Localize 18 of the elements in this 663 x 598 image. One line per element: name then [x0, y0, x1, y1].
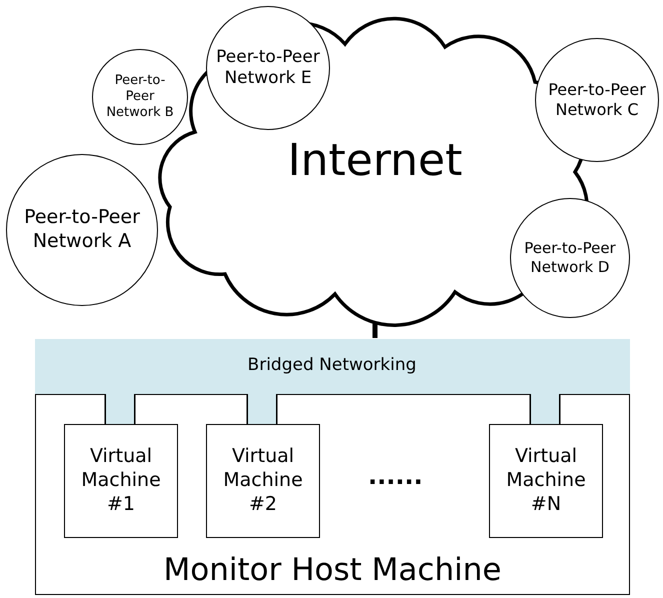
node-label: Virtual Machine #1	[80, 445, 162, 517]
node-label: Monitor Host Machine	[164, 551, 502, 590]
node-label: Internet	[288, 134, 462, 188]
node-label: Peer-to-Peer Network C	[547, 80, 647, 120]
connector-line	[372, 322, 378, 338]
node-label: Peer-to-Peer Network B	[105, 72, 175, 122]
node-label: Virtual Machine #2	[222, 445, 304, 517]
machine-box	[206, 424, 320, 538]
node-label: Virtual Machine #N	[505, 445, 587, 517]
node-label: Peer-to-Peer Network E	[215, 46, 321, 90]
node-label: Peer-to-Peer Network A	[23, 206, 141, 254]
ellipsis-label: ......	[368, 461, 423, 492]
node-label: Peer-to-Peer Network D	[523, 239, 617, 277]
host-box	[35, 339, 630, 595]
node-label: Bridged Networking	[248, 355, 416, 377]
machine-box	[489, 424, 603, 538]
machine-box	[64, 424, 178, 538]
network-band	[34, 338, 630, 394]
